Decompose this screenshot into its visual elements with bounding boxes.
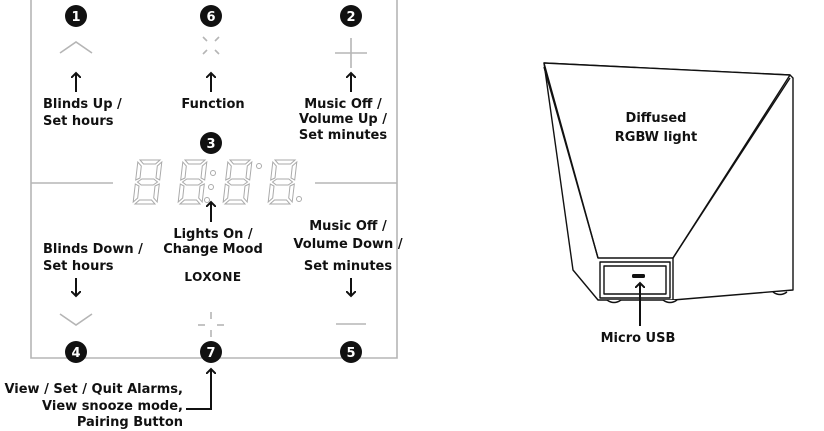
- display-segment: [183, 159, 207, 165]
- display-segment: [271, 178, 294, 186]
- display-segment: [290, 160, 298, 181]
- music-down-label-2: Volume Down /: [293, 237, 402, 252]
- music-down-label-3: Set minutes: [304, 259, 392, 274]
- display-segment: [223, 199, 247, 205]
- display-segment: [222, 183, 230, 204]
- svg-text:7: 7: [206, 346, 215, 361]
- svg-text:5: 5: [346, 346, 355, 361]
- function-x-icon[interactable]: [202, 36, 220, 55]
- display-segment: [135, 160, 142, 181]
- display-segment: [138, 159, 162, 165]
- blinds-down-label-1: Blinds Down /: [43, 242, 143, 257]
- display-dot: [208, 184, 214, 190]
- blinds-down-label-2: Set hours: [43, 259, 114, 274]
- badge-3: 3: [200, 132, 222, 154]
- display-segment: [198, 183, 205, 204]
- display-segment: [243, 183, 250, 204]
- display-segment: [180, 160, 187, 181]
- badge-6: 6: [200, 5, 222, 27]
- svg-text:4: 4: [71, 346, 80, 361]
- chevron-up-icon[interactable]: [59, 41, 93, 54]
- crosshair-icon[interactable]: [198, 312, 224, 337]
- display-segment: [226, 178, 249, 186]
- function-label: Function: [181, 97, 244, 112]
- display-segment: [177, 183, 185, 204]
- svg-text:2: 2: [346, 10, 355, 25]
- alarms-label-2: View snooze mode,: [42, 399, 183, 414]
- display-segment: [132, 183, 140, 204]
- display-segment: [136, 178, 159, 186]
- display-segment: [273, 159, 297, 165]
- svg-text:3: 3: [206, 137, 215, 152]
- display-segment: [267, 183, 275, 204]
- display-segment: [268, 199, 292, 205]
- light-label-1: Diffused: [626, 111, 687, 126]
- display-dot: [296, 196, 302, 202]
- badge-4: 4: [65, 341, 87, 363]
- micro-usb-label: Micro USB: [601, 331, 676, 346]
- seven-segment-display: [132, 159, 302, 205]
- display-segment: [228, 159, 252, 165]
- badge-2: 2: [340, 5, 362, 27]
- device-illustration: [543, 62, 794, 304]
- display-segment: [245, 160, 253, 181]
- music-up-label-1: Music Off /: [304, 97, 382, 112]
- music-down-label-1: Music Off /: [309, 219, 387, 234]
- display-segment: [181, 178, 204, 186]
- usb-port-icon: [632, 274, 645, 278]
- display-segment: [270, 160, 277, 181]
- blinds-up-label-1: Blinds Up /: [43, 97, 122, 112]
- display-dot: [204, 197, 210, 203]
- plus-icon[interactable]: [335, 38, 367, 68]
- display-segment: [288, 183, 295, 204]
- display-dot: [210, 170, 216, 176]
- svg-text:6: 6: [206, 10, 215, 25]
- display-segment: [133, 199, 157, 205]
- light-label-2: RGBW light: [615, 130, 697, 145]
- music-up-label-3: Set minutes: [299, 128, 387, 143]
- display-segment: [225, 160, 232, 181]
- lights-label-1: Lights On /: [173, 227, 253, 242]
- alarms-label-1: View / Set / Quit Alarms,: [4, 382, 183, 397]
- display-segment: [178, 199, 202, 205]
- alarms-label-3: Pairing Button: [77, 415, 183, 430]
- loxone-logo: LOXONE: [184, 270, 241, 284]
- blinds-up-label-2: Set hours: [43, 114, 114, 129]
- display-segment: [200, 160, 208, 181]
- display-segment: [155, 160, 163, 181]
- lights-label-2: Change Mood: [163, 242, 263, 257]
- callout-arrows: [76, 73, 351, 410]
- music-up-label-2: Volume Up /: [299, 112, 387, 127]
- badge-7: 7: [200, 341, 222, 363]
- svg-text:1: 1: [71, 10, 80, 25]
- display-dot: [256, 163, 262, 169]
- chevron-down-icon[interactable]: [59, 313, 93, 326]
- display-segment: [153, 183, 160, 204]
- badge-1: 1: [65, 5, 87, 27]
- badge-5: 5: [340, 341, 362, 363]
